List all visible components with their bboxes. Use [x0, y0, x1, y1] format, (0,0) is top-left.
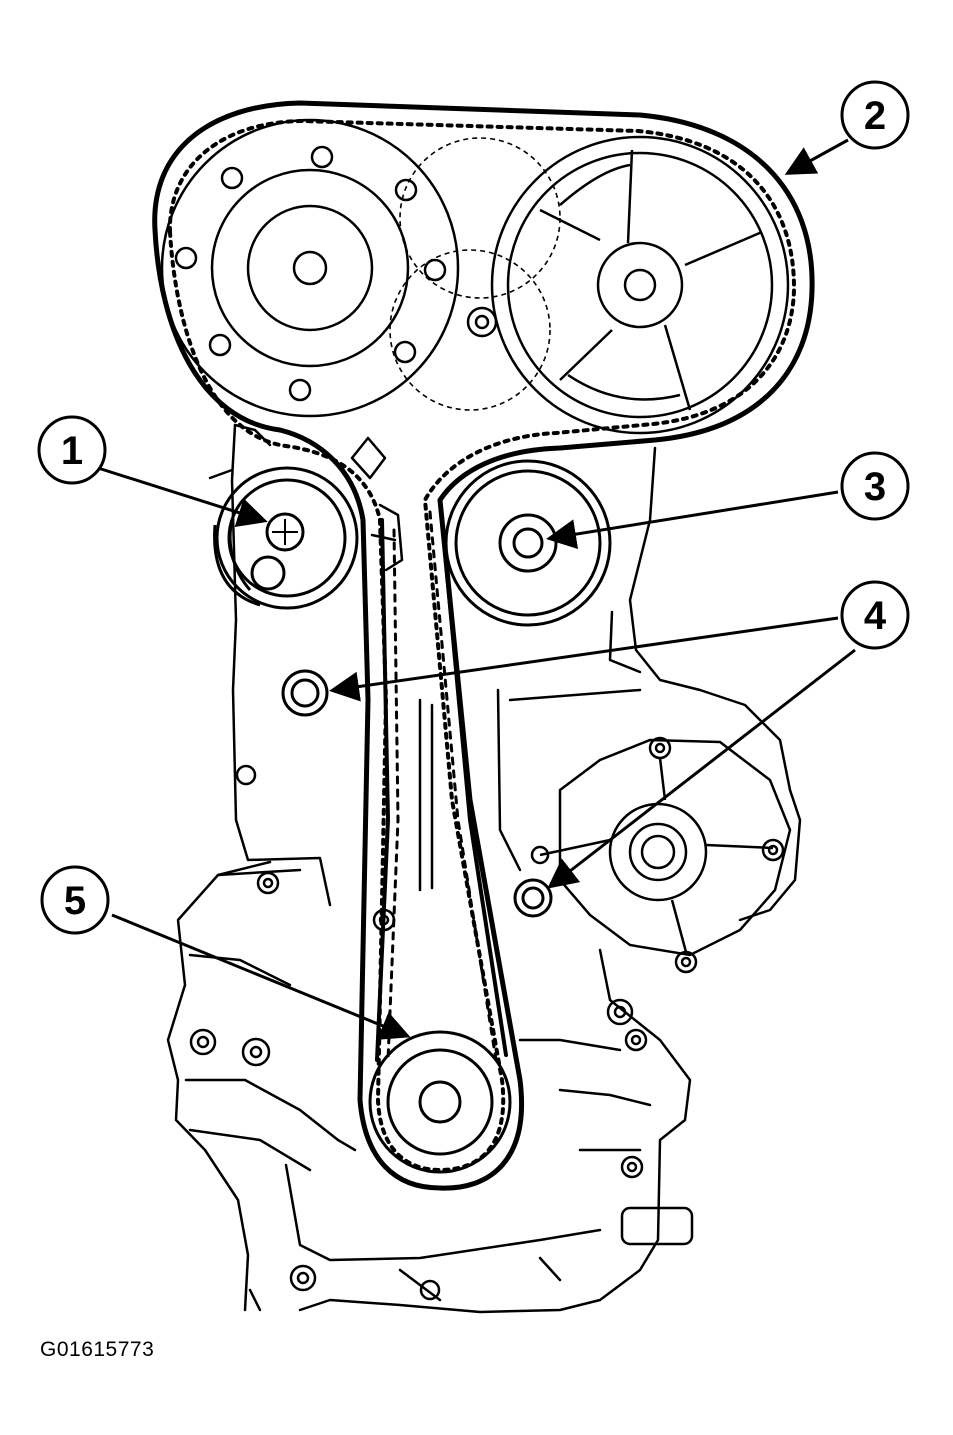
inner-gear-train	[389, 137, 561, 411]
belt-tensioner	[213, 466, 359, 610]
callout-3-label: 3	[864, 465, 886, 509]
callout-1-label: 1	[61, 429, 83, 473]
callout-2-label: 2	[864, 94, 886, 138]
engine-block-outline	[166, 423, 802, 1314]
callout-3: 3	[840, 451, 910, 521]
callout-5-label: 5	[64, 879, 86, 923]
timing-belt	[152, 100, 815, 1191]
leader-1	[97, 466, 268, 528]
callout-2: 2	[840, 80, 910, 150]
belt-guide-bolts	[281, 669, 553, 918]
center-bolt	[466, 306, 498, 338]
leader-2	[784, 138, 849, 175]
leader-4a	[329, 616, 839, 702]
leader-4b	[547, 648, 856, 889]
crankshaft-sprocket	[368, 1030, 512, 1174]
water-pump	[539, 738, 792, 957]
left-camshaft-sprocket	[160, 118, 460, 418]
callout-1: 1	[37, 415, 107, 485]
right-camshaft-sprocket	[490, 135, 790, 435]
leader-5	[111, 913, 411, 1040]
callout-5: 5	[40, 865, 110, 935]
callout-4-label: 4	[864, 594, 887, 638]
leader-3	[546, 490, 839, 549]
callout-leaders	[97, 138, 856, 1040]
idler-pulley	[444, 459, 612, 627]
figure-id: G01615773	[40, 1338, 155, 1361]
callout-4: 4	[840, 580, 910, 650]
